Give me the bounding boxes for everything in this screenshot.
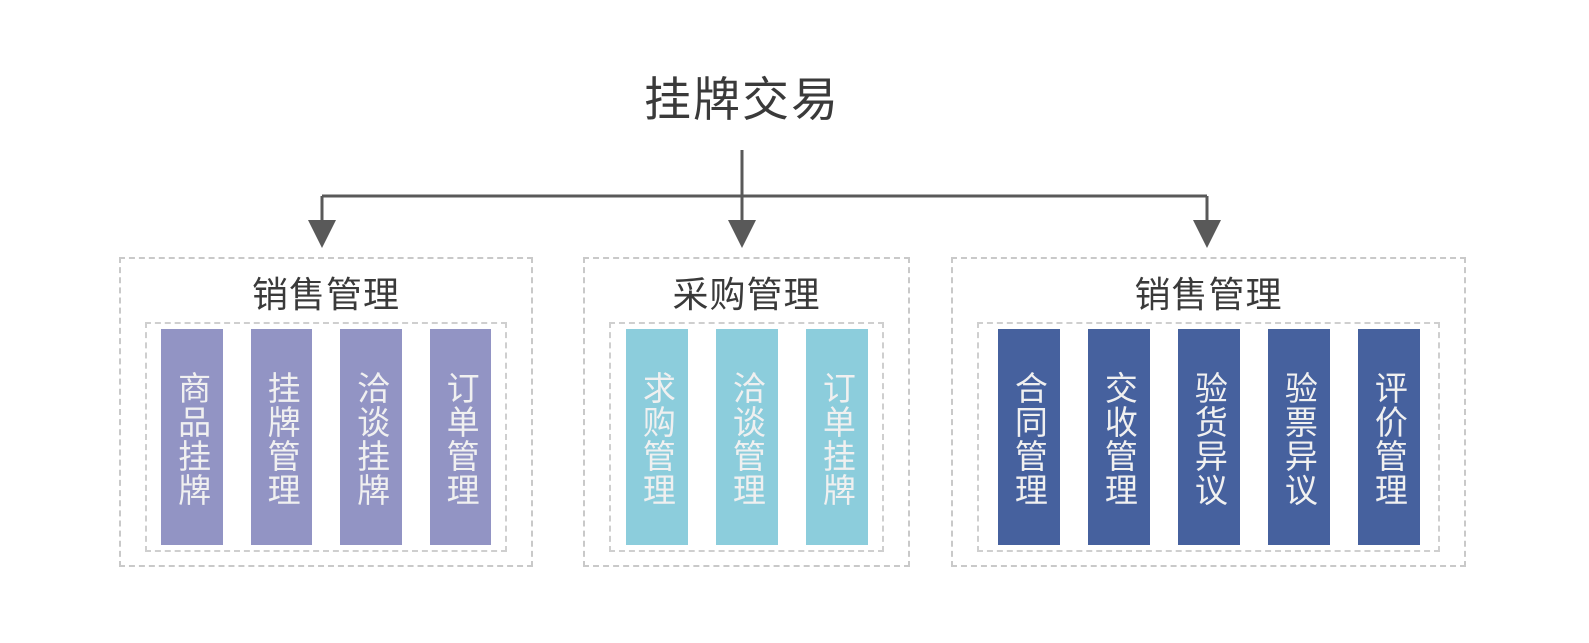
- item-card[interactable]: 求购管理: [625, 329, 688, 545]
- item-card[interactable]: 验货异议: [1177, 329, 1240, 545]
- item-card[interactable]: 合同管理: [997, 329, 1060, 545]
- item-label: 验货异议: [1190, 371, 1228, 507]
- item-label: 验票异议: [1280, 371, 1318, 507]
- item-label: 求购管理: [638, 371, 676, 507]
- item-label: 洽谈管理: [728, 371, 766, 507]
- item-label: 交收管理: [1100, 371, 1138, 507]
- item-card[interactable]: 评价管理: [1357, 329, 1420, 545]
- arrowhead-center: [728, 220, 756, 248]
- item-card[interactable]: 验票异议: [1267, 329, 1330, 545]
- item-card[interactable]: 订单管理: [429, 329, 491, 545]
- group-items-container: 求购管理 洽谈管理 订单挂牌: [609, 322, 884, 552]
- group-title: 采购管理: [672, 274, 821, 315]
- group-sales-fulfillment: 销售管理 合同管理 交收管理 验货异议 验票异议 评价管理: [951, 257, 1466, 567]
- item-card[interactable]: 挂牌管理: [250, 329, 312, 545]
- root-title: 挂牌交易: [644, 73, 840, 126]
- group-purchase-management: 采购管理 求购管理 洽谈管理 订单挂牌: [583, 257, 910, 567]
- arrowhead-right: [1193, 220, 1221, 248]
- item-card[interactable]: 交收管理: [1087, 329, 1150, 545]
- item-card[interactable]: 洽谈挂牌: [340, 329, 402, 545]
- group-title: 销售管理: [251, 274, 400, 315]
- item-label: 评价管理: [1370, 371, 1408, 507]
- item-label: 洽谈挂牌: [352, 371, 390, 507]
- item-label: 挂牌管理: [263, 371, 301, 507]
- item-card[interactable]: 订单挂牌: [805, 329, 868, 545]
- arrowhead-left: [308, 220, 336, 248]
- group-title: 销售管理: [1134, 274, 1283, 315]
- item-card[interactable]: 商品挂牌: [161, 329, 223, 545]
- group-items-container: 商品挂牌 挂牌管理 洽谈挂牌 订单管理: [145, 322, 507, 552]
- item-label: 商品挂牌: [173, 371, 211, 507]
- group-sales-listing: 销售管理 商品挂牌 挂牌管理 洽谈挂牌 订单管理: [119, 257, 533, 567]
- group-items-container: 合同管理 交收管理 验货异议 验票异议 评价管理: [977, 322, 1440, 552]
- item-label: 订单管理: [442, 371, 480, 507]
- item-label: 订单挂牌: [818, 371, 856, 507]
- item-card[interactable]: 洽谈管理: [715, 329, 778, 545]
- item-label: 合同管理: [1010, 371, 1048, 507]
